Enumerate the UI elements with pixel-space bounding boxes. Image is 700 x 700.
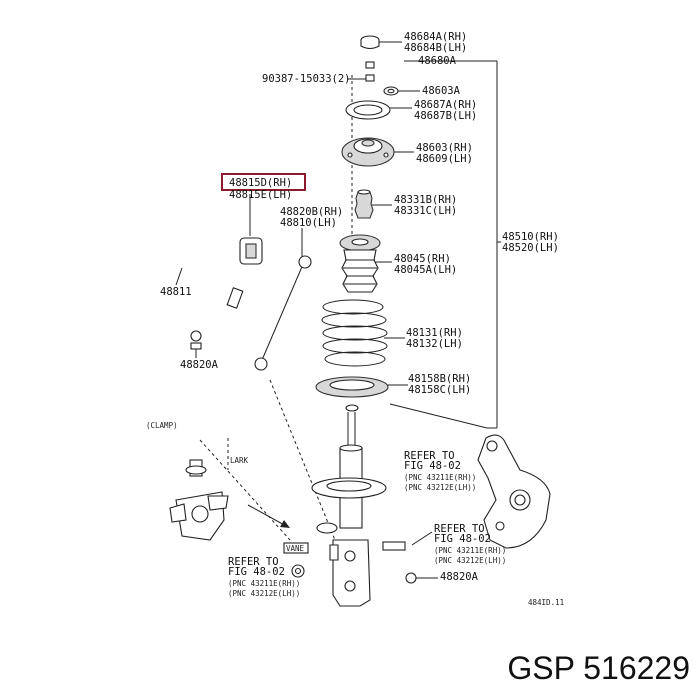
footer-part-number: GSP 516229 xyxy=(507,650,690,686)
top-cap xyxy=(360,35,380,50)
refer-right-top-1: REFER TO xyxy=(404,450,455,462)
label-48687b: 48687B(LH) xyxy=(414,110,477,122)
boot-48045 xyxy=(339,234,381,293)
label-48131: 48131(RH) xyxy=(406,327,463,339)
label-48520: 48520(LH) xyxy=(502,242,559,254)
coil-spring-48131 xyxy=(321,299,388,367)
label-48680a: 48680A xyxy=(418,55,457,67)
label-48811: 48811 xyxy=(160,286,192,298)
label-48684a: 48684A(RH) xyxy=(404,31,467,43)
label-48045a: 48045A(LH) xyxy=(394,264,457,276)
refer-right-top-3: (PNC 43211E(RH)) xyxy=(404,473,476,482)
strut-mount-48603 xyxy=(341,137,395,167)
refer-right-bottom-3: (PNC 43211E(RH)) xyxy=(434,546,506,555)
nut-48820a-left xyxy=(190,330,202,350)
label-48331b: 48331B(RH) xyxy=(394,194,457,206)
lower-left-assembly xyxy=(169,459,229,541)
stabilizer-link-48820b xyxy=(254,255,312,371)
label-48810: 48810(LH) xyxy=(280,217,337,229)
refer-left-bottom-4: (PNC 43212E(LH)) xyxy=(228,589,300,598)
spring-seat-48158 xyxy=(315,376,389,412)
vane-label-box xyxy=(283,542,309,554)
bushing-48815 xyxy=(239,237,263,265)
label-48331c: 48331C(LH) xyxy=(394,205,457,217)
label-48158c: 48158C(LH) xyxy=(408,384,471,396)
label-48132: 48132(LH) xyxy=(406,338,463,350)
label-48820b: 48820B(RH) xyxy=(280,206,343,218)
label-48815d: 48815D(RH) xyxy=(229,177,292,189)
bearing-48687 xyxy=(345,100,391,120)
small-part-lower-left xyxy=(291,564,305,578)
refer-left-bottom-3: (PNC 43211E(RH)) xyxy=(228,579,300,588)
label-48603a: 48603A xyxy=(422,85,461,97)
label-48609: 48609(LH) xyxy=(416,153,473,165)
refer-right-bottom-2: FIG 48-02 xyxy=(434,533,491,545)
part-labels: 48684A(RH) 48684B(LH) 48680A 90387-15033… xyxy=(146,31,564,607)
mark-clamp: (CLAMP) xyxy=(146,421,178,430)
label-48684b: 48684B(LH) xyxy=(404,42,467,54)
label-48687a: 48687A(RH) xyxy=(414,99,477,111)
bolt-48820a-right xyxy=(382,541,417,584)
label-48510: 48510(RH) xyxy=(502,231,559,243)
refer-left-bottom-2: FIG 48-02 xyxy=(228,566,285,578)
stabilizer-bar-48811 xyxy=(135,241,262,367)
label-48820a-right: 48820A xyxy=(440,571,479,583)
refer-right-top-4: (PNC 43212E(LH)) xyxy=(404,483,476,492)
highlight-box xyxy=(221,173,306,191)
refer-right-bottom-4: (PNC 43212E(LH)) xyxy=(434,556,506,565)
label-90387: 90387-15033(2) xyxy=(262,73,351,85)
arrow-to-strut xyxy=(247,504,290,528)
label-48603: 48603(RH) xyxy=(416,142,473,154)
label-48045: 48045(RH) xyxy=(394,253,451,265)
refer-right-top-2: FIG 48-02 xyxy=(404,460,461,472)
mark-vane: VANE xyxy=(286,544,305,553)
shock-absorber xyxy=(311,412,387,607)
mark-lark: LARK xyxy=(230,456,249,465)
bump-stop-48331 xyxy=(354,189,374,219)
label-48820a-left: 48820A xyxy=(180,359,219,371)
label-48158b: 48158B(RH) xyxy=(408,373,471,385)
top-nuts xyxy=(365,61,375,82)
steering-knuckle xyxy=(477,434,551,549)
small-nut-48603a xyxy=(383,86,399,96)
label-48815e: 48815E(LH) xyxy=(229,189,292,201)
refer-right-bottom-1: REFER TO xyxy=(434,523,485,535)
refer-left-bottom-1: REFER TO xyxy=(228,556,279,568)
figure-code: 484ID.11 xyxy=(528,598,564,607)
